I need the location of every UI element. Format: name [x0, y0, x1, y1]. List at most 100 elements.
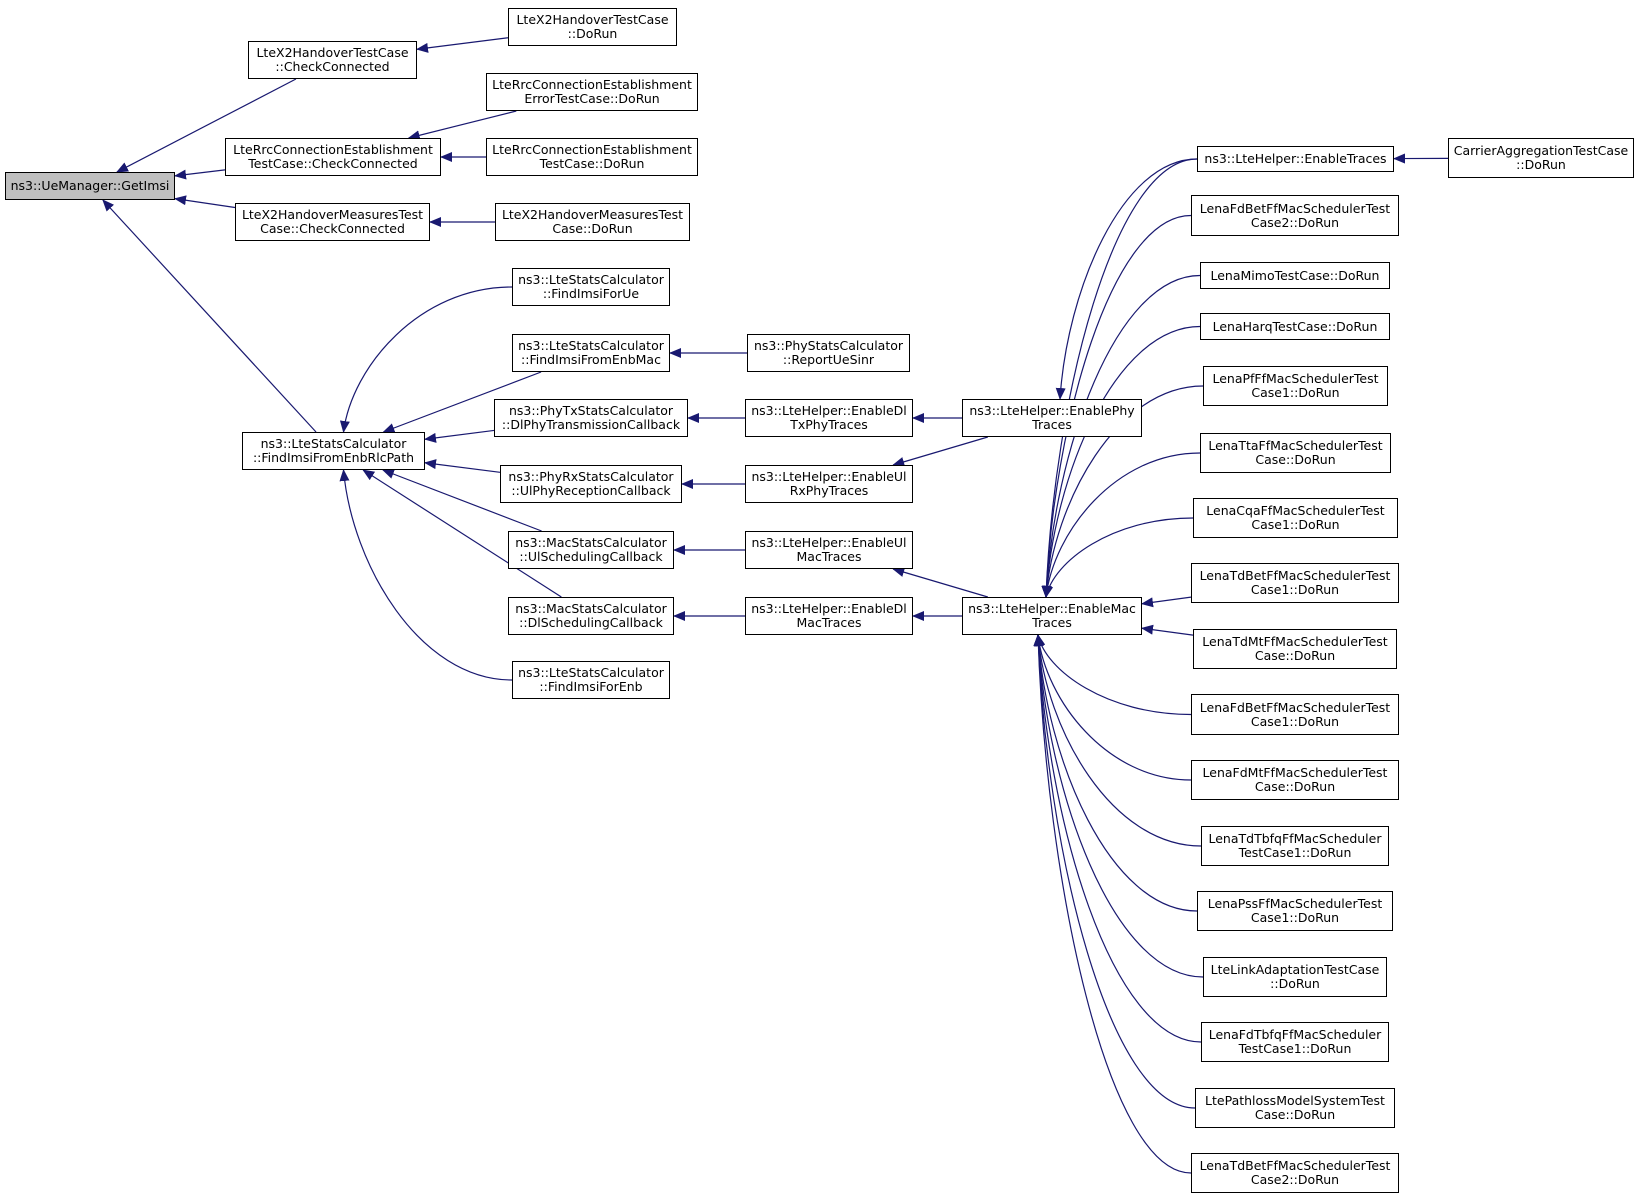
edge-rrc-err-dorun-to-rrc-check	[407, 110, 517, 141]
node-mac-dl[interactable]: ns3::MacStatsCalculator::DlSchedulingCal…	[508, 597, 674, 635]
node-label-line: LenaCqaFfMacSchedulerTest	[1206, 503, 1385, 518]
node-find-enb[interactable]: ns3::LteStatsCalculator::FindImsiForEnb	[512, 661, 670, 699]
node-mac-ul[interactable]: ns3::MacStatsCalculator::UlSchedulingCal…	[508, 531, 674, 569]
node-report-sinr[interactable]: ns3::PhyStatsCalculator::ReportUeSinr	[747, 334, 910, 372]
node-label-line: Case1::DoRun	[1250, 582, 1340, 597]
node-label-line: LenaFdBetFfMacSchedulerTest	[1199, 200, 1391, 216]
edge-x2meas-check-to-get-imsi	[174, 195, 236, 209]
node-label-line: ::FindImsiForUe	[542, 286, 640, 301]
node-t-linkad[interactable]: LteLinkAdaptationTestCase::DoRun	[1203, 957, 1387, 997]
edge-en-traces-to-en-mac	[1041, 158, 1198, 598]
node-label-line: ns3::MacStatsCalculator	[515, 601, 667, 616]
node-label-line: TestCase::CheckConnected	[248, 156, 418, 171]
node-label-line: ns3::LteHelper::EnableDl	[751, 601, 907, 616]
edge-en-traces-to-en-phy	[1055, 158, 1198, 400]
node-label-line: ::DoRun	[1270, 976, 1320, 991]
edge-t-mimo-to-en-mac	[1041, 274, 1201, 598]
node-label-line: MacTraces	[796, 615, 862, 630]
node-label-line: ns3::LteHelper::EnableUl	[751, 469, 907, 484]
node-label-line: LteRrcConnectionEstablishment	[233, 142, 433, 157]
edge-t-linkad-to-en-mac	[1033, 634, 1204, 978]
node-label-line: ::CheckConnected	[275, 59, 390, 74]
node-label-line: LenaMimoTestCase::DoRun	[1210, 267, 1380, 283]
node-label-line: ns3::LteStatsCalculator	[518, 272, 664, 287]
node-label-line: Traces	[1032, 417, 1072, 432]
node-phyrx[interactable]: ns3::PhyRxStatsCalculator::UlPhyReceptio…	[500, 465, 682, 503]
edge-mac-ul-to-find-rlc	[381, 469, 542, 532]
node-label-line: TxPhyTraces	[790, 417, 868, 432]
node-label-line: Case1::DoRun	[1250, 713, 1340, 729]
node-label-line: Case::DoRun	[1255, 452, 1336, 467]
edge-t-pss1-to-en-mac	[1033, 634, 1198, 912]
node-x2ho-check[interactable]: LteX2HandoverTestCase::CheckConnected	[248, 41, 417, 79]
edge-t-pathloss-to-en-mac	[1033, 634, 1196, 1109]
node-label-line: ::FindImsiFromEnbRlcPath	[252, 450, 415, 465]
node-label-line: ns3::PhyRxStatsCalculator	[508, 469, 674, 484]
node-x2ho-dorun[interactable]: LteX2HandoverTestCase::DoRun	[508, 8, 677, 46]
node-label-line: Case::CheckConnected	[260, 221, 405, 236]
node-find-ue[interactable]: ns3::LteStatsCalculator::FindImsiForUe	[512, 268, 670, 306]
node-label-line: LenaFdTbfqFfMacScheduler	[1208, 1027, 1382, 1042]
node-label-line: ns3::LteStatsCalculator	[260, 436, 407, 451]
edge-t-tdtbfq1-to-en-mac	[1033, 634, 1202, 847]
node-get-imsi[interactable]: ns3::UeManager::GetImsi	[5, 172, 175, 200]
node-t-harq[interactable]: LenaHarqTestCase::DoRun	[1200, 313, 1390, 340]
node-label-line: LteRrcConnectionEstablishment	[492, 77, 692, 92]
node-find-rlc[interactable]: ns3::LteStatsCalculator::FindImsiFromEnb…	[242, 432, 425, 470]
edge-x2ho-check-to-get-imsi	[116, 78, 297, 173]
node-label-line: Case2::DoRun	[1250, 214, 1340, 230]
node-label-line: ns3::LteStatsCalculator	[518, 665, 664, 680]
node-carrier[interactable]: CarrierAggregationTestCase::DoRun	[1448, 138, 1634, 178]
node-phytx[interactable]: ns3::PhyTxStatsCalculator::DlPhyTransmis…	[494, 399, 688, 437]
node-label-line: LenaTdBetFfMacSchedulerTest	[1199, 568, 1391, 583]
node-label-line: LtePathlossModelSystemTest	[1205, 1093, 1385, 1108]
node-label-line: Case1::DoRun	[1251, 517, 1340, 532]
node-label-line: ::DlPhyTransmissionCallback	[501, 417, 681, 432]
node-label-line: LenaFdMtFfMacSchedulerTest	[1202, 765, 1388, 780]
edge-find-enb-to-find-rlc	[339, 469, 513, 681]
node-label-line: ::DoRun	[1516, 157, 1566, 172]
node-label-line: ns3::LteStatsCalculator	[518, 338, 664, 353]
node-label-line: MacTraces	[796, 549, 862, 564]
node-label-line: ::ReportUeSinr	[782, 352, 875, 367]
node-label-line: LenaPssFfMacSchedulerTest	[1207, 896, 1383, 911]
node-label-line: ErrorTestCase::DoRun	[524, 91, 660, 106]
edge-t-pf1-to-en-mac	[1041, 385, 1204, 598]
node-label-line: LenaPfFfMacSchedulerTest	[1212, 371, 1379, 386]
edge-t-fdbet2-to-en-mac	[1041, 214, 1192, 598]
edge-t-tdmt-to-en-mac	[1141, 624, 1194, 636]
node-label-line: LenaTtaFfMacSchedulerTest	[1208, 438, 1383, 453]
node-label-line: Case1::DoRun	[1251, 385, 1340, 400]
node-label-line: LteLinkAdaptationTestCase	[1210, 962, 1380, 977]
node-en-traces[interactable]: ns3::LteHelper::EnableTraces	[1197, 146, 1394, 172]
edge-phyrx-to-find-rlc	[424, 459, 501, 473]
node-label-line: ns3::LteHelper::EnablePhy	[969, 403, 1135, 418]
node-find-enbmac[interactable]: ns3::LteStatsCalculator::FindImsiFromEnb…	[512, 334, 670, 372]
node-label-line: Case::DoRun	[1254, 648, 1336, 663]
node-t-mimo[interactable]: LenaMimoTestCase::DoRun	[1200, 262, 1390, 289]
